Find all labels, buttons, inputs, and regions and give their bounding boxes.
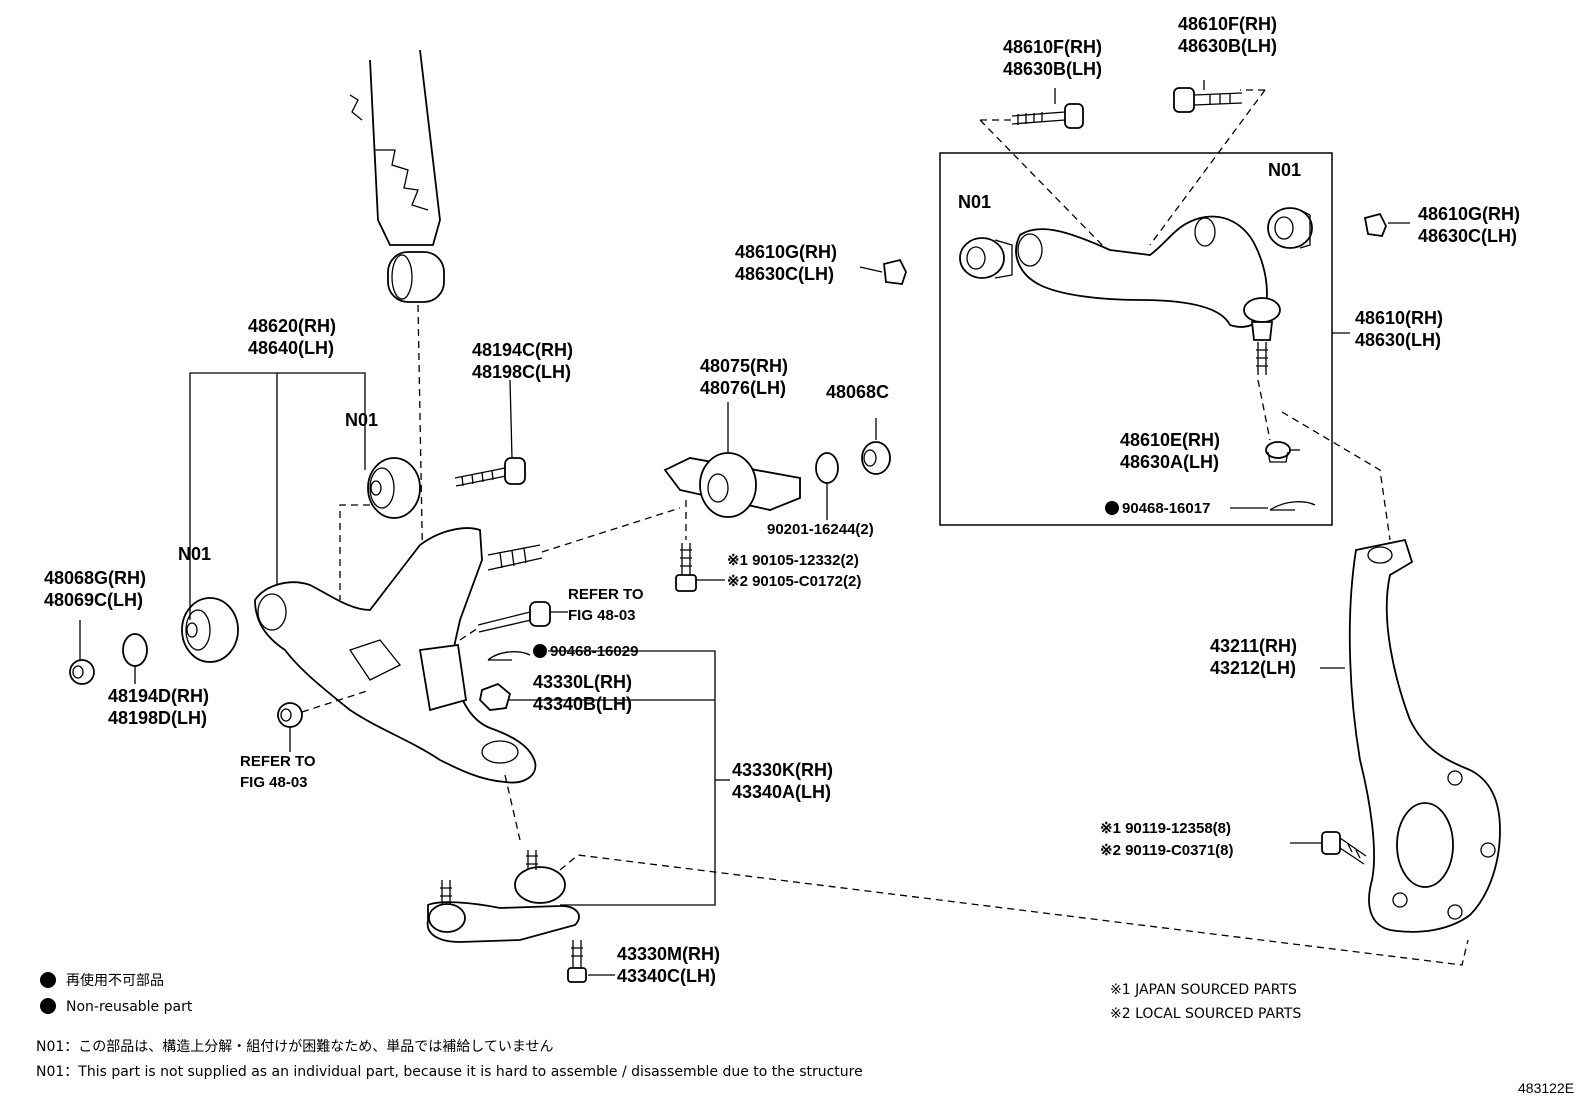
label-90119-local: ※2 90119-C0371(8): [1100, 842, 1234, 859]
label-90105-local: ※2 90105-C0172(2): [727, 573, 861, 590]
lower-control-arm: [254, 527, 537, 784]
lower-arm-bushing-front: [181, 597, 239, 663]
label-48075-rh: 48075(RH): [700, 356, 788, 376]
upper-arm-bushing-left: [959, 237, 1013, 279]
label-90119-japan: ※1 90119-12358(8): [1100, 820, 1231, 837]
ball-joint-43330K: [426, 850, 580, 943]
nut-43330L: [479, 682, 512, 711]
label-refer-lower-2: FIG 48-03: [240, 774, 308, 791]
label-43330M-lh: 43340C(LH): [617, 966, 716, 986]
non-reusable-bullet-16029: [533, 644, 547, 658]
legend-bullet-en: [40, 998, 56, 1014]
nut-refer-lower: [277, 702, 303, 728]
label-48610E-lh: 48630A(LH): [1120, 452, 1219, 472]
bolt-43330M: [567, 940, 587, 983]
legend-bullet-jp: [40, 972, 56, 988]
label-48194C-lh: 48198C(LH): [472, 362, 571, 382]
note-n01-en: N01：This part is not supplied as an indi…: [36, 1064, 863, 1080]
nut-48610G-left: [883, 258, 907, 285]
label-43330K-lh: 43340A(LH): [732, 782, 831, 802]
note-n01-jp: N01：この部品は、構造上分解・組付けが困難なため、単品では補給していません: [36, 1039, 553, 1055]
label-43330M-rh: 43330M(RH): [617, 944, 720, 964]
label-48610G-right-lh: 48630C(LH): [1418, 226, 1517, 246]
label-n01-lower-front: N01: [178, 544, 211, 564]
cotter-pin-lower: [487, 651, 531, 661]
label-90468-16017: 90468-16017: [1122, 500, 1210, 517]
upper-arm-bushing-right: [1267, 207, 1313, 249]
label-refer-upper-2: FIG 48-03: [568, 607, 636, 624]
label-refer-upper-1: REFER TO: [568, 586, 644, 603]
label-48068C: 48068C: [826, 382, 889, 402]
label-43330L-rh: 43330L(RH): [533, 672, 632, 692]
label-48610E-rh: 48610E(RH): [1120, 430, 1220, 450]
label-n01-upper-right: N01: [1268, 160, 1301, 180]
label-43211-rh: 43211(RH): [1210, 636, 1297, 656]
label-48610G-right-rh: 48610G(RH): [1418, 204, 1520, 224]
note-japan-sourced: ※1 JAPAN SOURCED PARTS: [1110, 982, 1297, 998]
washer-48194D: [122, 633, 148, 667]
label-90201: 90201-16244(2): [767, 521, 874, 538]
nut-48068G: [69, 659, 95, 685]
label-43211-lh: 43212(LH): [1210, 658, 1296, 678]
bolt-90119: [1321, 831, 1367, 865]
label-90468-16029: 90468-16029: [550, 643, 638, 660]
steering-knuckle: [1348, 538, 1501, 933]
bolt-refer-upper: [477, 601, 551, 633]
lower-arm-stud: [487, 544, 543, 571]
nut-48610G-right: [1363, 212, 1387, 237]
upper-arm-box: [939, 152, 1333, 526]
label-48194D-lh: 48198D(LH): [108, 708, 207, 728]
label-refer-lower-1: REFER TO: [240, 753, 316, 770]
note-local-sourced: ※2 LOCAL SOURCED PARTS: [1110, 1006, 1301, 1022]
label-48610F-right-rh: 48610F(RH): [1178, 14, 1277, 34]
label-48068G-rh: 48068G(RH): [44, 568, 146, 588]
castle-nut-48610E: [1265, 441, 1291, 463]
upper-control-arm: [1015, 215, 1281, 375]
label-48620-rh: 48620(RH): [248, 316, 336, 336]
label-48610-lh: 48630(LH): [1355, 330, 1441, 350]
lower-arm-bushing-upper: [367, 457, 421, 519]
bushing-48075: [663, 452, 801, 518]
label-48610G-left-lh: 48630C(LH): [735, 264, 834, 284]
label-48610G-left-rh: 48610G(RH): [735, 242, 837, 262]
legend-non-reusable-en: Non-reusable part: [66, 999, 193, 1015]
label-n01-lower-upper: N01: [345, 410, 378, 430]
nut-48068C: [861, 441, 891, 475]
label-48194C-rh: 48194C(RH): [472, 340, 573, 360]
label-48194D-rh: 48194D(RH): [108, 686, 209, 706]
label-48620-lh: 48640(LH): [248, 338, 334, 358]
label-48610F-left-lh: 48630B(LH): [1003, 59, 1102, 79]
label-48068G-lh: 48069C(LH): [44, 590, 143, 610]
label-48610F-right-lh: 48630B(LH): [1178, 36, 1277, 56]
label-43330L-lh: 43340B(LH): [533, 694, 632, 714]
bolt-90105: [675, 543, 697, 592]
upper-arm-bolt-left: [1011, 103, 1084, 129]
upper-arm-bolt-right: [1173, 87, 1243, 113]
label-n01-upper-left: N01: [958, 192, 991, 212]
legend-non-reusable-jp: 再使用不可部品: [66, 972, 164, 989]
label-48610F-left-rh: 48610F(RH): [1003, 37, 1102, 57]
bolt-48194C: [454, 457, 526, 487]
label-48610-rh: 48610(RH): [1355, 308, 1443, 328]
label-90105-japan: ※1 90105-12332(2): [727, 552, 859, 569]
label-43330K-rh: 43330K(RH): [732, 760, 833, 780]
cotter-pin-upper: [1269, 501, 1316, 511]
non-reusable-bullet-16017: [1105, 501, 1119, 515]
label-48075-lh: 48076(LH): [700, 378, 786, 398]
figure-id: 483122E: [1518, 1080, 1574, 1096]
washer-90201: [815, 452, 839, 484]
shock-absorber: [349, 49, 445, 303]
